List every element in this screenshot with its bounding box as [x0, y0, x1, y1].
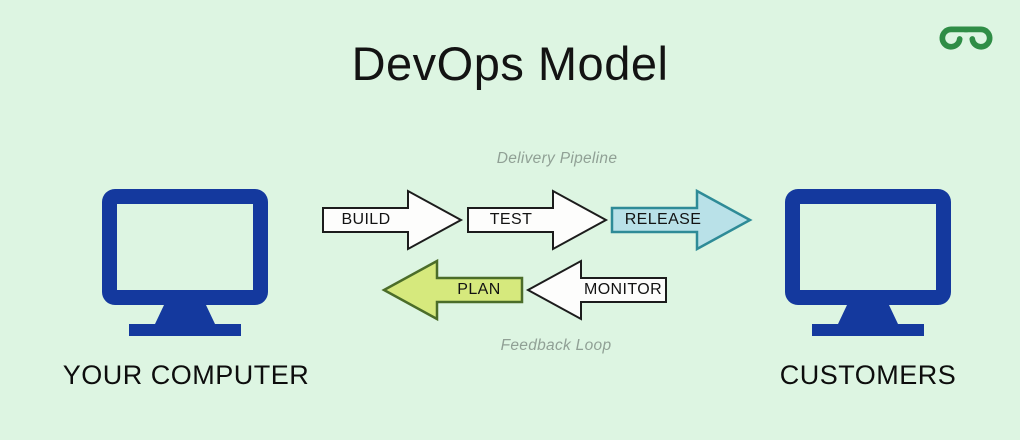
monitor-arrow: MONITOR [525, 259, 667, 321]
right-arrow-shape [322, 189, 464, 251]
geeksforgeeks-logo-icon [939, 26, 993, 50]
page-title: DevOps Model [351, 37, 669, 90]
release-arrow: RELEASE [610, 188, 753, 252]
build-arrow-label: BUILD [341, 211, 391, 228]
right-arrow-shape [467, 189, 609, 251]
build-arrow: BUILD [322, 189, 464, 251]
test-arrow: TEST [467, 189, 609, 251]
feedback-loop-label: Feedback Loop [500, 337, 612, 354]
test-arrow-label: TEST [489, 211, 533, 228]
left-arrow-shape [525, 259, 667, 321]
plan-arrow: PLAN [381, 258, 524, 322]
release-arrow-label: RELEASE [624, 211, 702, 228]
left-arrow-shape [381, 258, 524, 322]
your-computer-label: YOUR COMPUTER [62, 360, 310, 390]
customers-label: CUSTOMERS [779, 360, 957, 390]
computer-monitor-icon [785, 189, 951, 336]
right-arrow-shape [610, 188, 753, 252]
monitor-arrow-label: MONITOR [583, 281, 663, 298]
computer-monitor-icon [102, 189, 268, 336]
delivery-pipeline-label: Delivery Pipeline [496, 150, 618, 167]
plan-arrow-label: PLAN [457, 281, 501, 298]
